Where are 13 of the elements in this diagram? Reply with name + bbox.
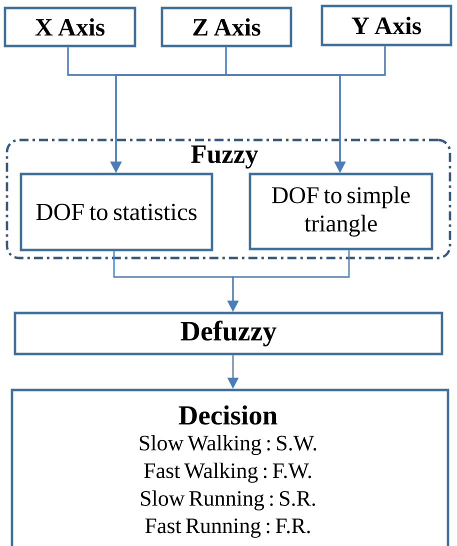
box-heading: Decision [178, 405, 278, 425]
group-heading: Fuzzy [191, 145, 258, 169]
process-box: Y Axis [320, 4, 452, 46]
list-line: Slow Running : S.R. [141, 490, 315, 510]
process-box: Defuzzy [14, 312, 444, 356]
list-line: Slow Walking : S.W. [140, 435, 316, 455]
process-box: Z Axis [160, 6, 292, 48]
process-box: DOF to simple triangle [248, 172, 434, 250]
process-box: DOF to statistics [20, 172, 214, 252]
process-box: X Axis [4, 6, 136, 48]
decision-box [10, 388, 450, 546]
list-line: Fast Running : F.R. [145, 518, 310, 538]
list-line: Fast Walking : F.W. [144, 462, 312, 483]
